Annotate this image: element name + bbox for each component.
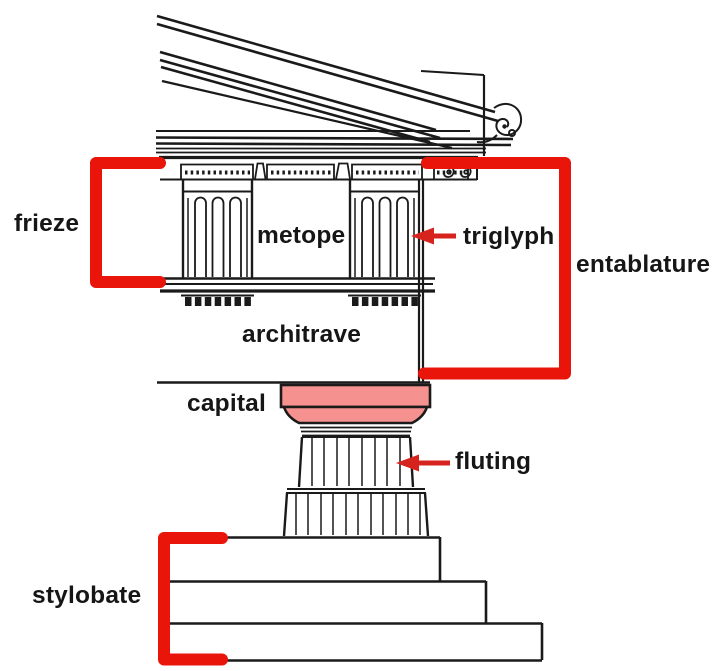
triglyph-arrow (411, 227, 456, 245)
steps (165, 536, 544, 662)
echinus (282, 405, 429, 425)
fluting-lines (311, 438, 401, 486)
label-stylobate: stylobate (32, 582, 142, 609)
frieze-band (160, 180, 435, 383)
label-metope: metope (257, 222, 346, 249)
label-triglyph: triglyph (463, 223, 555, 250)
capital-highlight (279, 383, 432, 425)
frieze-bracket (90, 157, 166, 288)
label-fluting: fluting (455, 448, 532, 475)
horizontal-cornice (155, 130, 514, 160)
label-architrave: architrave (242, 321, 362, 348)
drum-joint (286, 488, 426, 494)
label-entablature: entablature (576, 251, 711, 278)
label-frieze: frieze (14, 210, 80, 237)
taenia-and-guttae (160, 283, 435, 306)
fluting-arrow (396, 454, 450, 472)
abacus (279, 383, 432, 409)
entablature-right-edge (417, 180, 425, 383)
cornice-scroll-ornament (476, 103, 523, 144)
raking-cornice (156, 14, 499, 156)
triglyph-right (348, 180, 419, 278)
column-shaft-upper (297, 436, 415, 488)
annulets (300, 426, 412, 437)
label-capital: capital (187, 390, 267, 417)
stylobate-bracket (158, 532, 228, 666)
triglyph-left (181, 180, 254, 278)
column-drum-lower (282, 492, 430, 537)
entablature-bracket (418, 157, 571, 380)
